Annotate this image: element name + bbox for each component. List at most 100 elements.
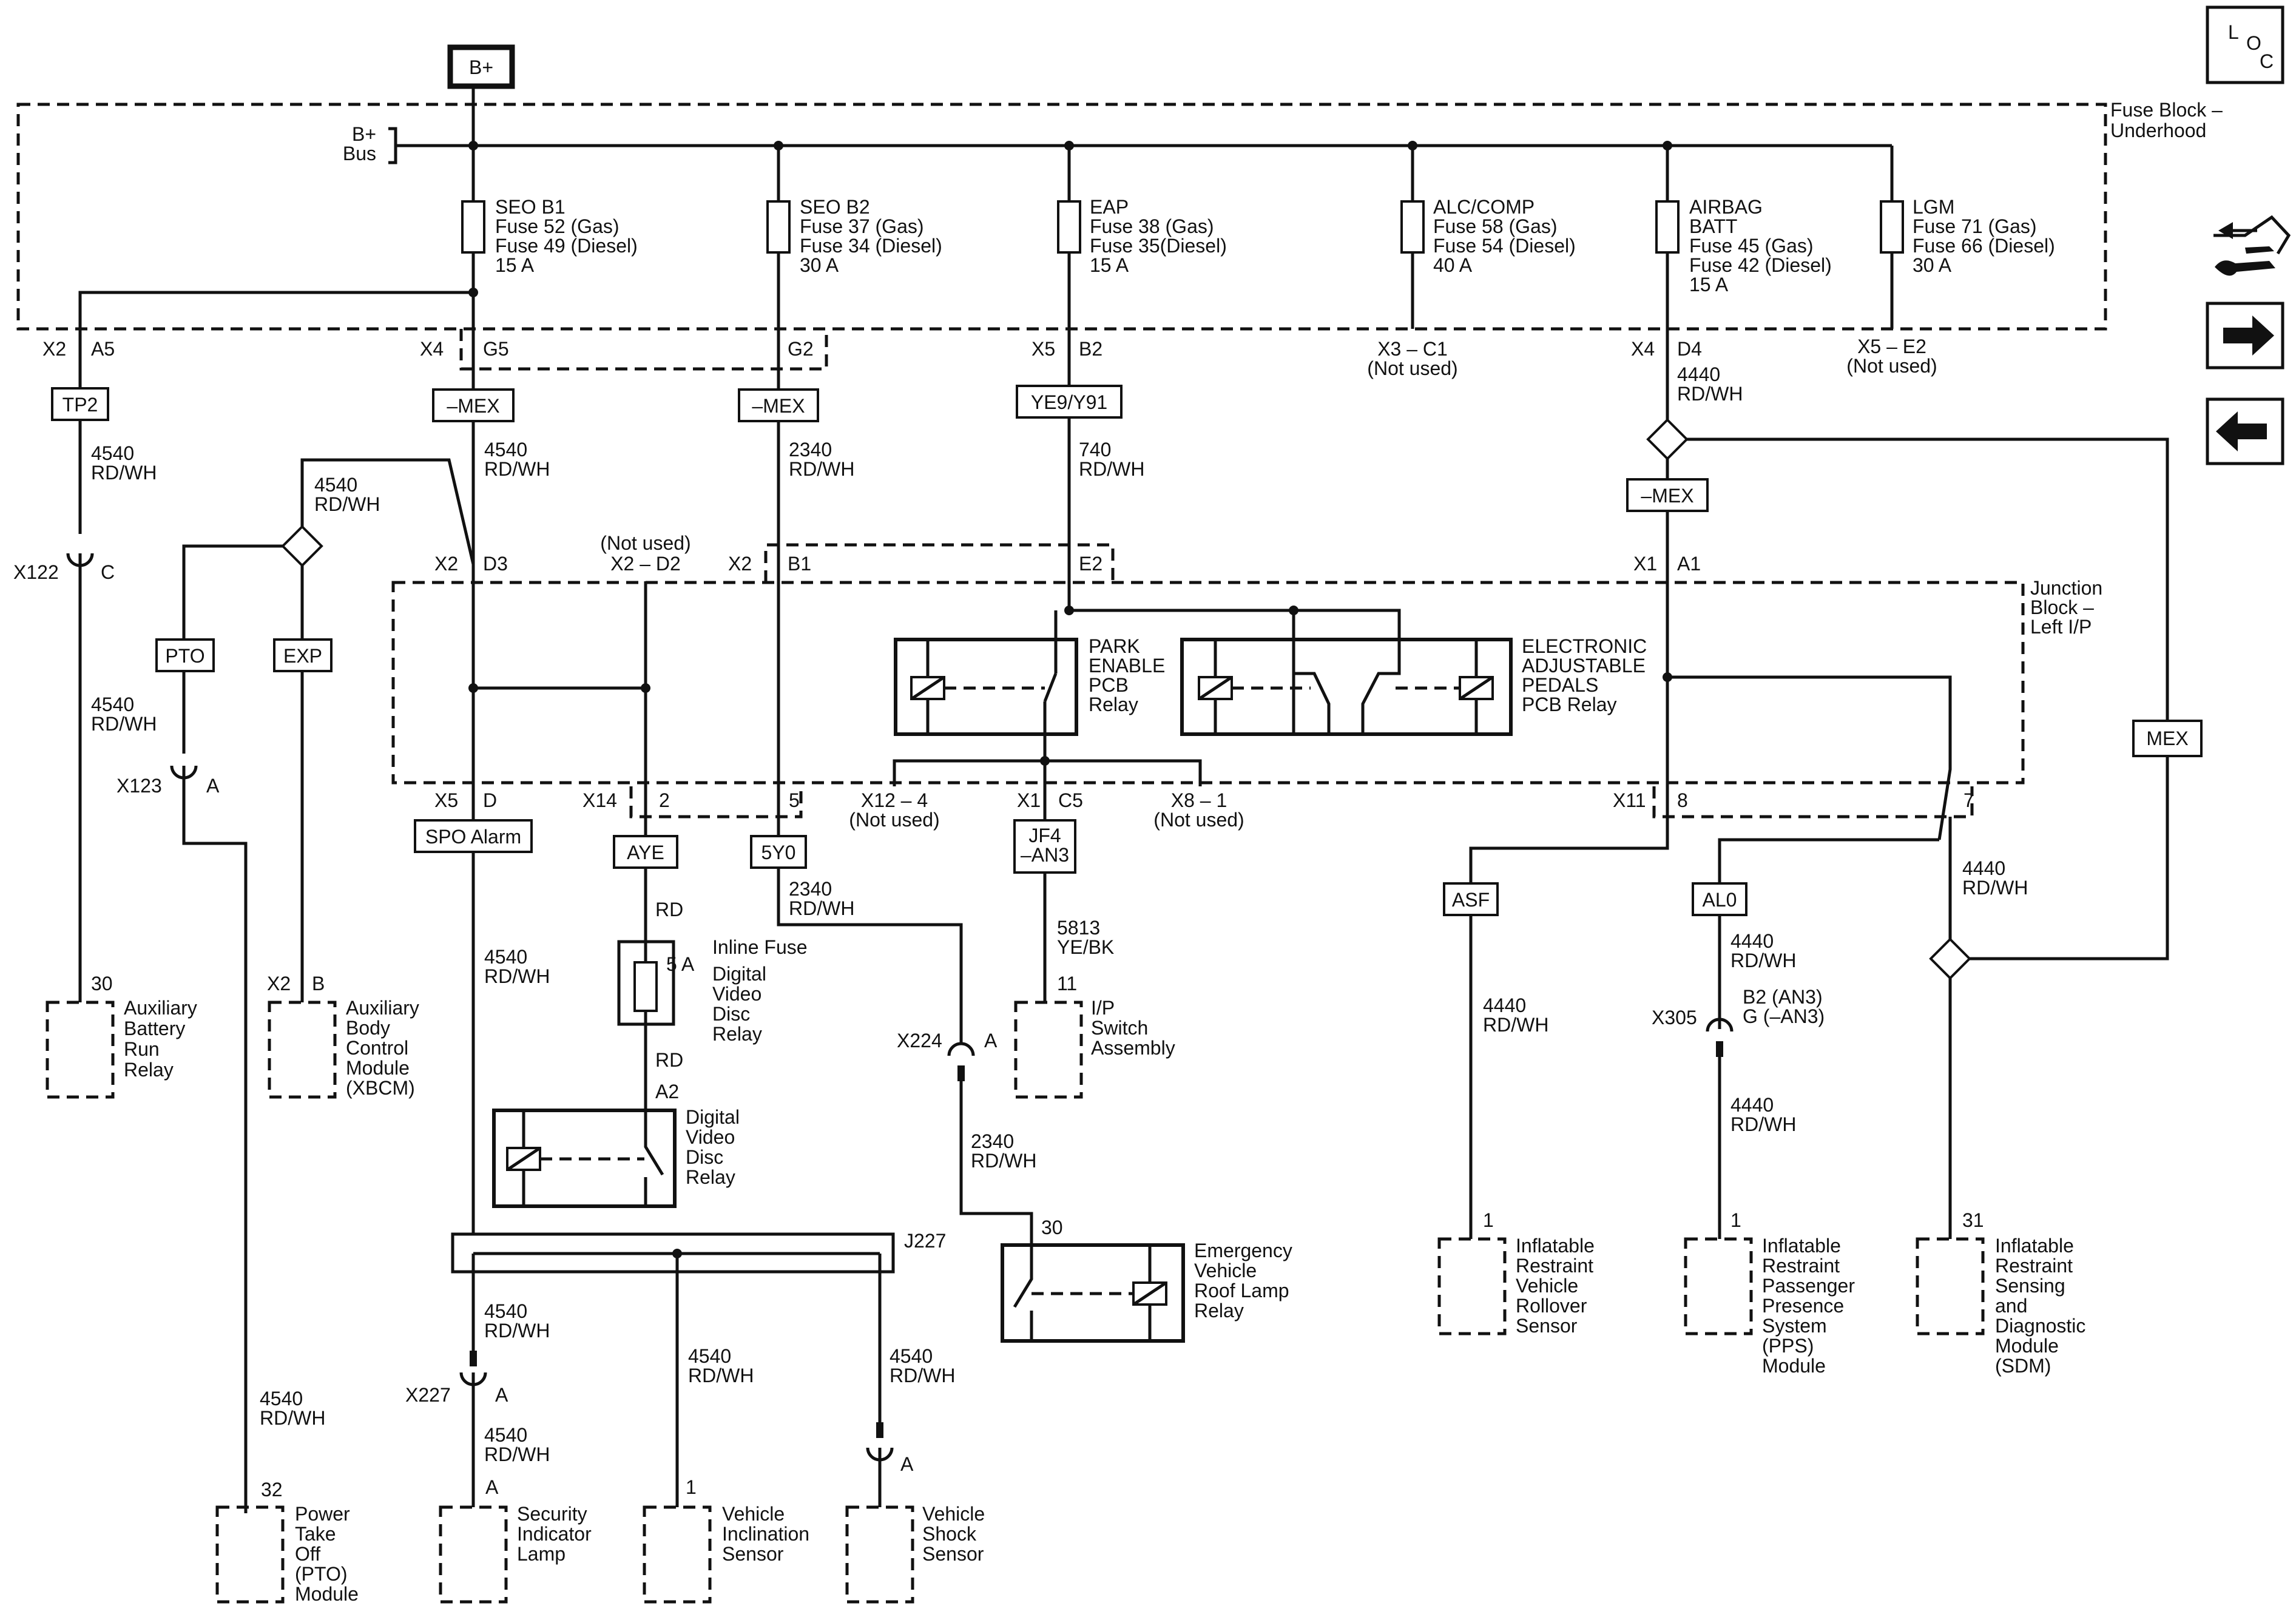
svg-text:X4: X4 — [420, 338, 444, 360]
fuse-block-connectors: X2 A5 X4 G5 G2 X5 B2 X3 – C1 (Not used) … — [42, 336, 1937, 379]
svg-text:(Not used): (Not used) — [1367, 357, 1457, 379]
svg-text:X5: X5 — [1032, 338, 1055, 360]
bus-label: B+Bus — [343, 123, 376, 164]
svg-text:L: L — [2228, 21, 2239, 43]
next-page-button[interactable] — [2206, 302, 2284, 370]
inline-fuse-label: Inline Fuse — [712, 936, 808, 958]
svg-text:X11: X11 — [1613, 789, 1646, 811]
svg-text:1: 1 — [686, 1476, 697, 1498]
svg-text:C: C — [101, 561, 115, 583]
svg-text:C5: C5 — [1058, 789, 1083, 811]
junction-block-outline — [391, 581, 2025, 785]
connector-x224: X224 — [897, 1030, 942, 1052]
option-asf: ASF — [1452, 889, 1490, 911]
svg-text:X2: X2 — [728, 553, 752, 575]
svg-text:8: 8 — [1677, 789, 1688, 811]
option-aye: AYE — [627, 842, 664, 863]
option-mex-g5: –MEX — [447, 395, 499, 417]
arrow-right-icon — [2223, 316, 2274, 356]
svg-text:X5: X5 — [434, 789, 458, 811]
svg-text:X3 – C1: X3 – C1 — [1377, 338, 1448, 360]
security-indicator-lamp — [439, 1505, 508, 1604]
option-jf4: JF4–AN3 — [1021, 825, 1069, 866]
svg-text:A: A — [485, 1476, 499, 1498]
tools-icon[interactable] — [2213, 215, 2291, 276]
svg-text:C: C — [2260, 50, 2274, 72]
inflatable-restraint-vehicle-rollover-sensor — [1437, 1237, 1507, 1335]
svg-text:(Not used): (Not used) — [1153, 809, 1244, 831]
svg-text:X14: X14 — [582, 789, 617, 811]
svg-text:X2: X2 — [267, 973, 291, 994]
loc-button[interactable]: L O C — [2206, 5, 2284, 84]
svg-text:11: 11 — [1057, 973, 1077, 994]
b-plus-supply-box — [447, 44, 515, 89]
svg-text:1: 1 — [1483, 1209, 1494, 1231]
svg-text:5: 5 — [789, 789, 800, 811]
svg-text:A: A — [900, 1453, 914, 1475]
wire-rd-2: RD — [655, 1049, 683, 1071]
previous-page-button[interactable] — [2206, 397, 2284, 465]
svg-text:1: 1 — [1730, 1209, 1741, 1231]
svg-text:31: 31 — [1962, 1209, 1984, 1231]
fuse-block-title: Fuse Block –Underhood — [2110, 99, 2223, 141]
fuse-block-outline — [16, 103, 2107, 331]
svg-text:J227: J227 — [904, 1230, 946, 1252]
svg-text:X4: X4 — [1631, 338, 1655, 360]
svg-text:A1: A1 — [1677, 553, 1701, 575]
splice-diamond-left — [281, 525, 323, 567]
svg-text:30: 30 — [1041, 1217, 1063, 1238]
svg-text:D: D — [483, 789, 497, 811]
option-tp2: TP2 — [62, 394, 98, 416]
option-pto: PTO — [165, 645, 204, 667]
option-5y0: 5Y0 — [761, 842, 796, 863]
connector-x122: X122 — [13, 561, 59, 583]
svg-text:O: O — [2246, 32, 2261, 54]
svg-text:B2: B2 — [1079, 338, 1102, 360]
svg-text:X2 – D2: X2 – D2 — [610, 553, 681, 575]
option-al0: AL0 — [1703, 889, 1737, 911]
svg-text:X2: X2 — [42, 338, 66, 360]
wire-rd-1: RD — [655, 899, 683, 920]
inflatable-restraint-sensing-diagnostic-module — [1916, 1237, 1985, 1335]
svg-text:(Not used): (Not used) — [849, 809, 939, 831]
junction-block-connectors: X2 D3 (Not used) X2 – D2 X2 B1 E2 X1 A1 … — [434, 532, 1974, 831]
svg-text:E2: E2 — [1079, 553, 1102, 575]
option-mex-g2: –MEX — [752, 395, 805, 417]
vehicle-shock-sensor — [845, 1505, 914, 1604]
power-take-off-module — [215, 1505, 285, 1604]
svg-text:X12 – 4: X12 – 4 — [861, 789, 928, 811]
option-spo-alarm: SPO Alarm — [425, 826, 521, 848]
svg-text:G2: G2 — [788, 338, 814, 360]
